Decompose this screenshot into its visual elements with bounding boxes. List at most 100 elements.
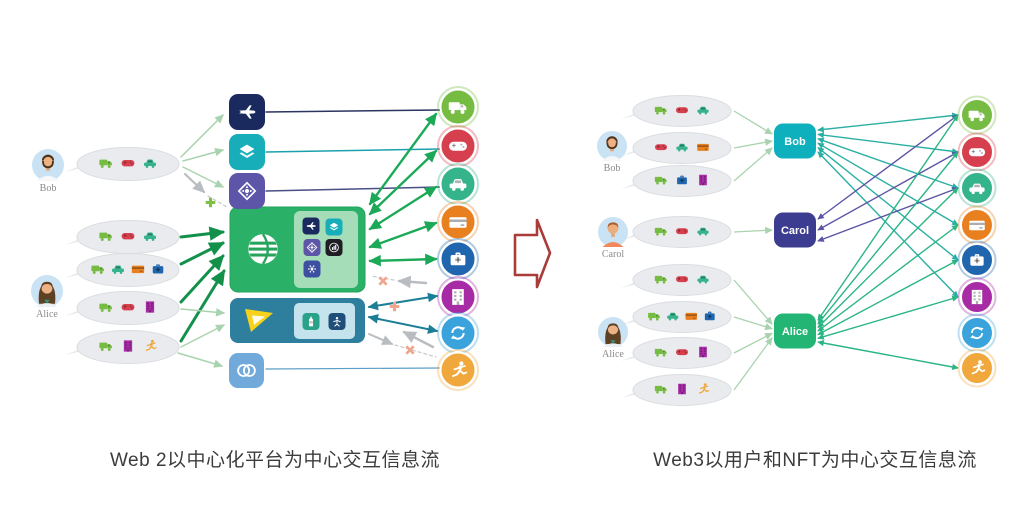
user-label: Alice (602, 349, 624, 360)
car-service-icon (957, 168, 997, 208)
building-icon (678, 383, 686, 395)
link-alice-card (817, 224, 959, 332)
bubble-to-node-arrow (733, 332, 773, 354)
gamepad-icon (676, 228, 688, 235)
avatar-alice: Alice (598, 317, 628, 360)
layers-app-icon (229, 134, 265, 170)
runner-service-icon (437, 349, 479, 391)
link-bob-building (817, 151, 959, 298)
bubble-to-node-arrow (733, 110, 773, 135)
bottle-mini-app-icon (302, 313, 320, 330)
user-label: Alice (36, 309, 58, 320)
medkit-service-icon (437, 238, 479, 280)
speech-bubble (621, 132, 732, 164)
user-label: Bob (40, 183, 57, 194)
building-icon (145, 301, 155, 313)
bubble-to-node-arrow (733, 147, 773, 182)
user-label: Carol (602, 249, 624, 260)
caption-web2: Web 2以中心化平台为中心交互信息流 (109, 450, 441, 471)
link-bob-card (817, 142, 959, 226)
compass-mini-app-icon (303, 239, 321, 256)
truck-service-icon (437, 86, 479, 128)
acrobat-mini-app-icon (328, 313, 346, 330)
gamepad-icon (676, 276, 688, 283)
user-node-alice: Alice (774, 313, 816, 349)
speech-bubble (65, 330, 180, 364)
gamepad-service-icon (957, 132, 997, 172)
user-node-bob: Bob (774, 123, 816, 159)
building-icon (123, 340, 133, 352)
link-bob-gamepad (817, 132, 959, 155)
caption-web3: Web3以用户和NFT为中心交互信息流 (653, 450, 977, 471)
gamepad-service-icon (437, 125, 479, 167)
speech-bubble (621, 216, 732, 248)
speech-bubble (621, 337, 732, 369)
speech-bubble (621, 165, 732, 197)
user-node-carol: Carol (774, 212, 816, 248)
card-icon (685, 312, 697, 320)
speech-bubble (621, 264, 732, 296)
flight-mini-app-icon (302, 217, 320, 235)
speech-bubble (621, 95, 732, 127)
speech-bubble (621, 374, 732, 406)
bubble-to-node-arrow (733, 226, 774, 234)
blocked-x-icon (378, 276, 388, 286)
building-service-icon (437, 276, 479, 318)
gamepad-icon (121, 304, 135, 311)
bubble-to-node-arrow (733, 138, 774, 149)
gamepad-icon (121, 233, 135, 240)
bubble-to-node-arrow (733, 337, 773, 391)
link-alice-building (817, 295, 959, 340)
link-carol-car (817, 187, 959, 242)
link-bob-truck (817, 112, 959, 133)
media-logo-fold (252, 315, 265, 325)
link-alice-runner (817, 340, 959, 370)
link-alice-car (817, 187, 959, 328)
avatar-alice: Alice (31, 275, 63, 320)
node-label: Carol (781, 225, 809, 237)
avatar-bob: Bob (32, 149, 64, 194)
user-label: Bob (604, 163, 621, 174)
bubble-to-node-arrow (733, 316, 773, 331)
chart-mini-app-icon (325, 239, 343, 256)
gamepad-icon (676, 349, 688, 356)
building-icon (699, 174, 707, 186)
card-service-icon (437, 201, 479, 243)
avatar-bob: Bob (597, 131, 627, 174)
speech-bubble (65, 147, 180, 181)
hub-mini-app-icon (303, 260, 321, 278)
gamepad-icon (676, 107, 688, 114)
speech-bubble (621, 301, 732, 333)
bubble-to-node-arrow (733, 279, 773, 325)
runner-service-icon (957, 348, 997, 388)
car-service-icon (437, 163, 479, 205)
node-label: Alice (782, 326, 808, 338)
exchange-service-icon (957, 313, 997, 353)
card-icon (697, 143, 709, 151)
building-icon (699, 346, 707, 358)
avatar-carol: Carol (598, 217, 628, 260)
speech-bubble (65, 220, 180, 254)
building-service-icon (957, 277, 997, 317)
medkit-service-icon (957, 240, 997, 280)
node-label: Bob (784, 136, 806, 148)
gamepad-icon (655, 144, 667, 151)
card-icon (131, 265, 145, 274)
exchange-service-icon (437, 312, 479, 354)
speech-bubble (65, 253, 180, 287)
speech-bubble (65, 291, 180, 325)
right-network-lines (733, 110, 959, 391)
flight-app-icon (229, 94, 265, 130)
truck-service-icon (957, 95, 997, 135)
left-flow-lines (177, 109, 441, 370)
transform-arrow (513, 218, 552, 289)
exchange-app-box (229, 353, 264, 388)
gamepad-icon (121, 160, 135, 167)
layers-mini-app-icon (325, 218, 343, 236)
card-service-icon (957, 205, 997, 245)
compass-app-icon (229, 173, 265, 209)
